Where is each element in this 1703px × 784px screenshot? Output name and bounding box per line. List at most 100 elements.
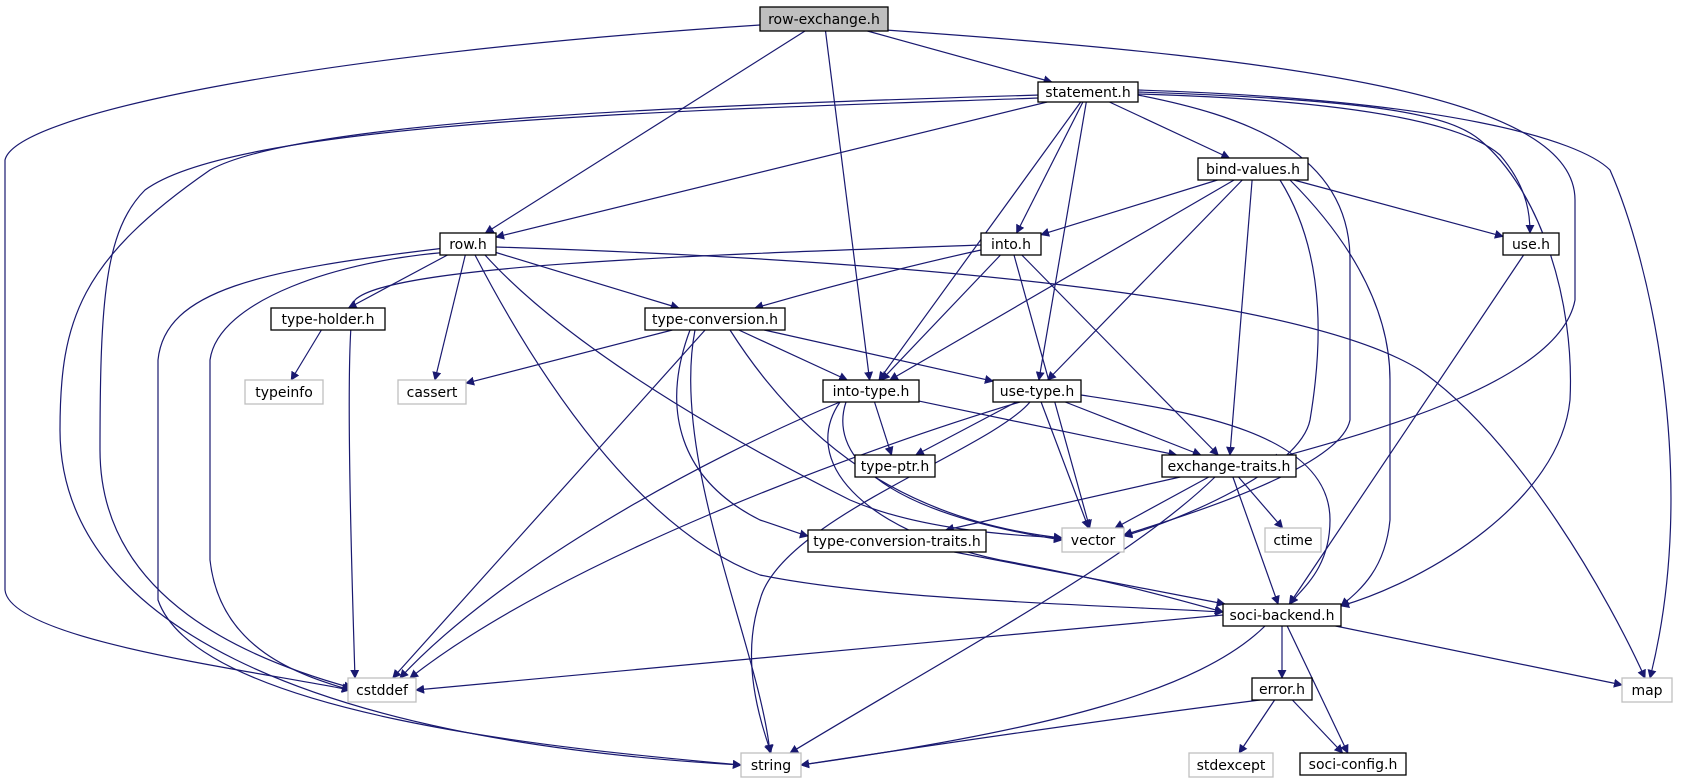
- node-label: into.h: [991, 237, 1031, 253]
- edge-type-conversion-to-cassert: [465, 329, 673, 386]
- node-soci-backend[interactable]: soci-backend.h: [1222, 603, 1342, 627]
- edge-line: [1123, 179, 1319, 539]
- node-box: [980, 232, 1042, 256]
- node-bind-values[interactable]: bind-values.h: [1197, 157, 1309, 181]
- edge-use-type-to-string: [750, 401, 1031, 754]
- edge-type-conversion-to-into-type: [738, 329, 849, 381]
- edge-line: [495, 251, 680, 310]
- edge-type-conversion-to-cstddef: [392, 329, 706, 679]
- node-label: error.h: [1259, 682, 1305, 698]
- node-box: [1264, 527, 1322, 553]
- node-cassert: cassert: [397, 379, 467, 405]
- node-stdexcept: stdexcept: [1188, 752, 1274, 778]
- node-type-conversion[interactable]: type-conversion.h: [644, 307, 786, 331]
- edges-layer: [4, 24, 1672, 770]
- node-box: [1061, 527, 1125, 553]
- node-typeinfo: typeinfo: [244, 379, 324, 405]
- node-vector: vector: [1061, 527, 1125, 553]
- edge-line: [1080, 394, 1331, 605]
- edge-line: [59, 94, 1041, 770]
- node-soci-config[interactable]: soci-config.h: [1299, 752, 1407, 776]
- edge-row-exchange-to-into-type: [824, 30, 874, 381]
- edge-use-type-to-exchange-traits: [1064, 401, 1202, 457]
- edge-bind-values-to-into-type: [889, 179, 1235, 381]
- node-box: [1222, 603, 1342, 627]
- edge-line: [690, 329, 774, 754]
- node-row[interactable]: row.h: [439, 232, 497, 256]
- node-label: type-holder.h: [282, 312, 375, 328]
- edge-line: [484, 30, 806, 234]
- edge-line: [944, 476, 1181, 533]
- edge-bind-values-to-use-type: [1047, 179, 1243, 381]
- edge-statement-to-string: [59, 94, 1041, 770]
- node-box: [1299, 752, 1407, 776]
- edge-use-to-soci-backend: [1288, 254, 1525, 605]
- edge-line: [842, 401, 1063, 544]
- edge-line: [1040, 179, 1218, 237]
- node-label: vector: [1071, 533, 1116, 549]
- node-use-type[interactable]: use-type.h: [992, 379, 1082, 403]
- edge-line: [4, 24, 761, 693]
- node-string: string: [740, 752, 802, 778]
- node-label: row.h: [449, 237, 487, 253]
- node-into[interactable]: into.h: [980, 232, 1042, 256]
- node-error[interactable]: error.h: [1251, 677, 1313, 701]
- edge-row-to-cassert: [432, 254, 466, 381]
- edge-use-type-to-type-ptr: [915, 401, 1017, 456]
- node-box: [1188, 752, 1274, 778]
- edge-exchange-traits-to-soci-backend: [1232, 476, 1280, 605]
- node-row-exchange[interactable]: row-exchange.h: [759, 6, 889, 32]
- edge-line: [764, 329, 994, 384]
- node-type-ptr[interactable]: type-ptr.h: [854, 454, 936, 478]
- edge-into-type-to-exchange-traits: [918, 400, 1178, 458]
- node-into-type[interactable]: into-type.h: [822, 379, 920, 403]
- edge-row-to-cstddef: [209, 251, 451, 692]
- node-type-conversion-traits[interactable]: type-conversion-traits.h: [807, 529, 987, 553]
- node-ctime: ctime: [1264, 527, 1322, 553]
- node-label: type-conversion.h: [652, 312, 778, 328]
- edge-type-conversion-traits-to-soci-backend: [954, 551, 1226, 607]
- edge-line: [954, 551, 1226, 607]
- node-type-holder[interactable]: type-holder.h: [270, 307, 386, 331]
- node-label: cstddef: [356, 683, 409, 699]
- edge-line: [347, 254, 448, 309]
- edge-line: [1238, 699, 1276, 754]
- edge-line: [915, 401, 1017, 456]
- edge-statement-to-use-type: [1035, 101, 1087, 381]
- edge-statement-to-map: [1137, 89, 1672, 679]
- node-box: [759, 6, 889, 32]
- node-use[interactable]: use.h: [1502, 232, 1560, 256]
- edge-line: [1293, 179, 1504, 239]
- edge-line: [1109, 101, 1231, 159]
- edge-soci-backend-to-cstddef: [415, 614, 1224, 694]
- edge-line: [348, 244, 982, 679]
- edge-bind-values-to-into: [1040, 179, 1218, 237]
- edge-use-type-to-cstddef: [409, 401, 1021, 679]
- node-exchange-traits[interactable]: exchange-traits.h: [1161, 454, 1297, 478]
- edge-line: [729, 329, 1063, 542]
- edge-line: [884, 29, 1576, 463]
- edge-row-to-soci-backend: [474, 254, 1224, 617]
- edge-line: [1064, 401, 1202, 457]
- node-label: bind-values.h: [1206, 162, 1300, 178]
- edge-line: [474, 254, 1224, 617]
- edge-line: [873, 401, 894, 456]
- node-label: string: [751, 758, 791, 774]
- edge-line: [889, 179, 1235, 381]
- node-label: soci-config.h: [1309, 757, 1398, 773]
- nodes-layer: row-exchange.h statement.h bind-values.h ro…: [244, 6, 1673, 778]
- edge-statement-to-into: [1016, 101, 1084, 234]
- edge-type-conversion-to-type-conversion-traits: [676, 329, 809, 539]
- node-box: [1197, 157, 1309, 181]
- edge-error-to-soci-config: [1291, 699, 1344, 754]
- edge-use-type-to-vector: [1040, 401, 1090, 529]
- node-box: [439, 232, 497, 256]
- edge-exchange-traits-to-vector: [1114, 476, 1210, 529]
- node-label: soci-backend.h: [1230, 608, 1335, 624]
- edge-line: [495, 101, 1048, 240]
- edge-statement-to-into-type: [878, 101, 1082, 381]
- node-statement[interactable]: statement.h: [1037, 81, 1139, 103]
- edge-exchange-traits-to-ctime: [1238, 476, 1284, 529]
- edge-bind-values-to-use: [1293, 179, 1504, 239]
- edge-line: [1335, 625, 1623, 688]
